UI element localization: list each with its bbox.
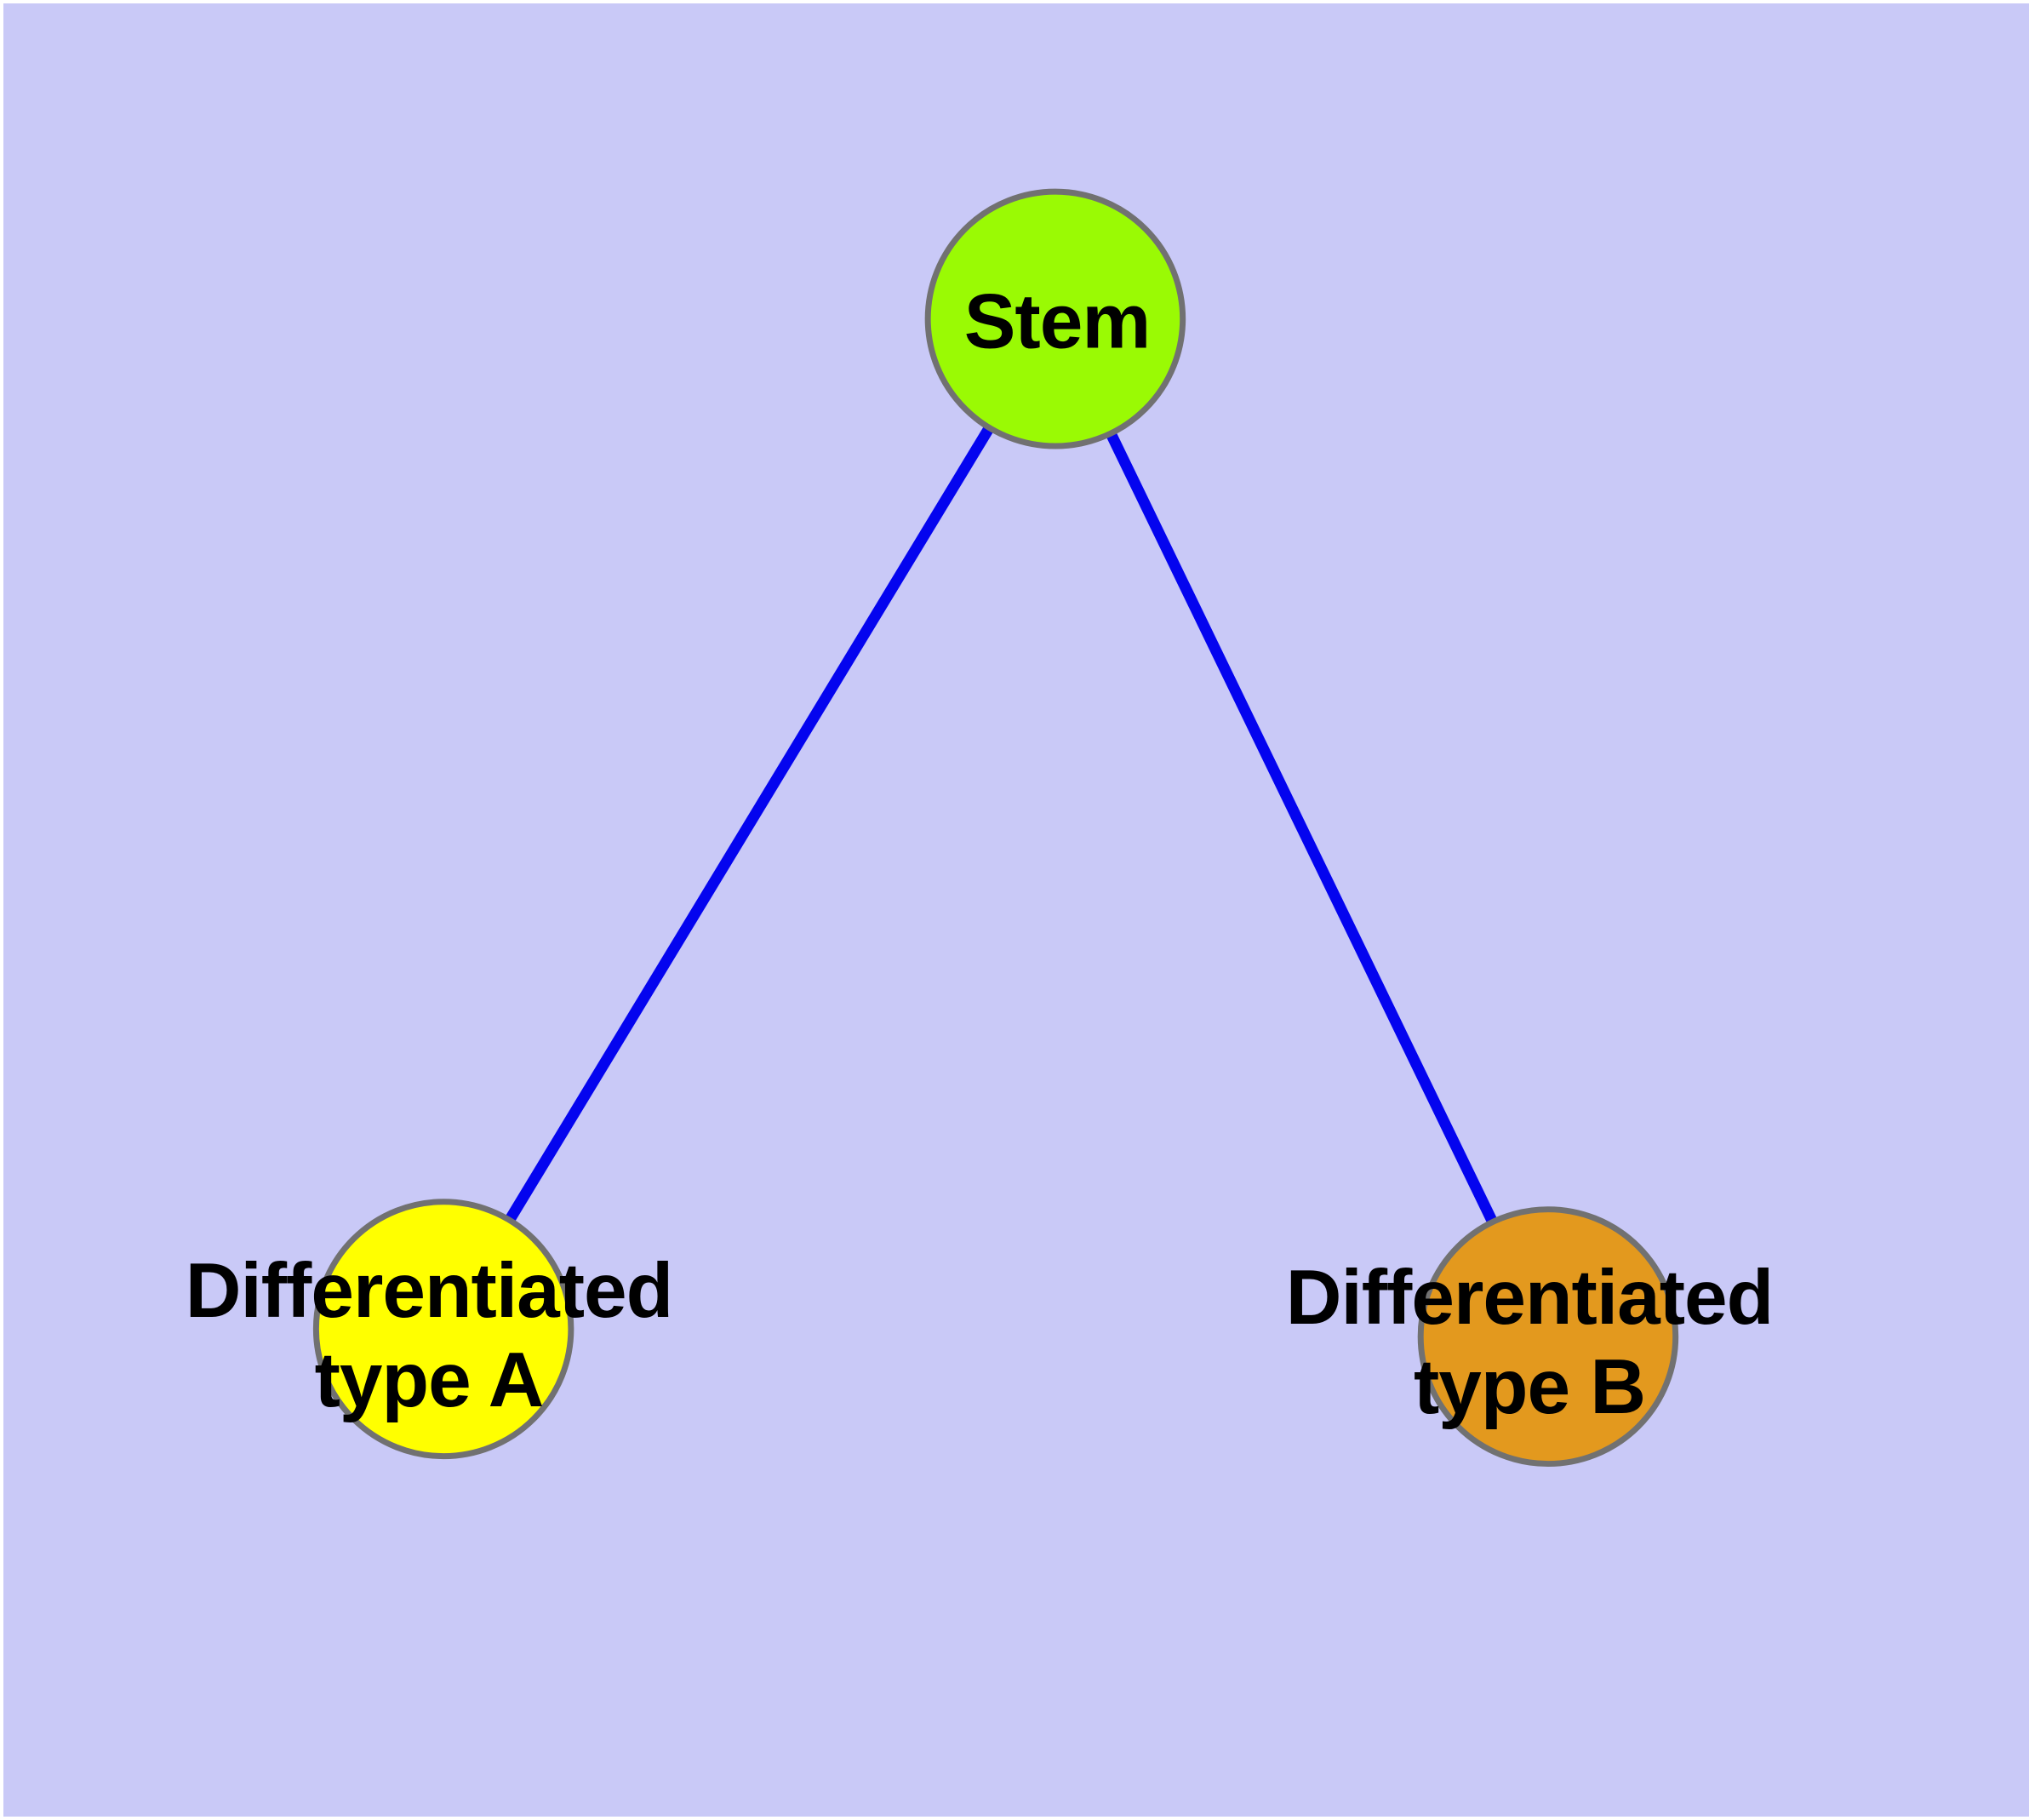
node-differentiated-type-a-label-line2: type A xyxy=(314,1337,545,1423)
node-differentiated-type-b-label-line1: Differentiated xyxy=(1285,1255,1775,1341)
diagram-canvas: Stem Differentiated type A Differentiate… xyxy=(3,3,2029,1817)
node-differentiated-type-b-circle xyxy=(1417,1206,1679,1468)
edge-stem-to-type-a xyxy=(438,316,1060,1332)
node-stem-circle xyxy=(924,188,1186,449)
edge-stem-to-type-b xyxy=(1050,316,1553,1339)
node-differentiated-type-b-label: Differentiated type B xyxy=(1285,1253,1775,1432)
node-stem-label-text: Stem xyxy=(963,278,1152,365)
node-differentiated-type-a-label-line1: Differentiated xyxy=(185,1248,674,1334)
node-differentiated-type-a-label: Differentiated type A xyxy=(185,1246,674,1425)
cell-differentiation-graph xyxy=(312,188,1679,1468)
node-differentiated-type-a-circle xyxy=(312,1199,574,1460)
node-stem-label: Stem xyxy=(963,278,1152,367)
node-differentiated-type-b-label-line2: type B xyxy=(1413,1344,1646,1430)
